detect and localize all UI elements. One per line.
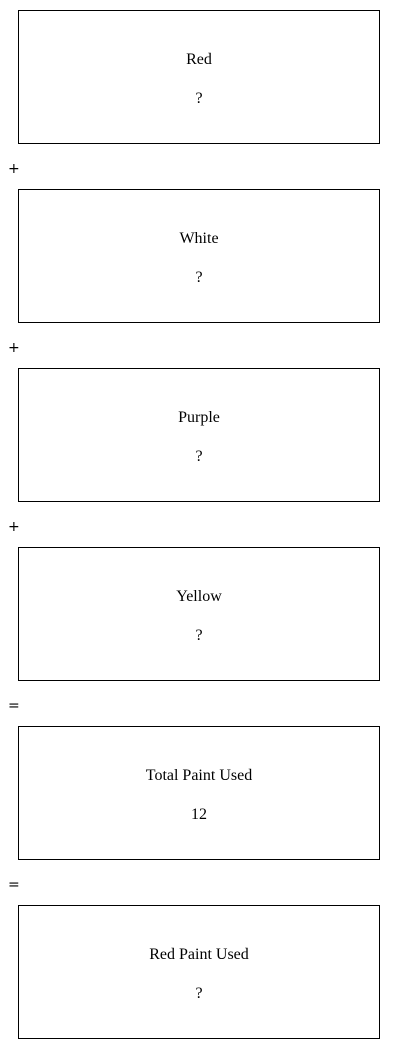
white-paint-box: White ? xyxy=(18,189,380,323)
red-paint-used-value: ? xyxy=(195,985,203,1002)
equals-operator-2: = xyxy=(8,877,20,893)
red-label: Red xyxy=(186,51,212,68)
total-label: Total Paint Used xyxy=(145,767,253,784)
total-value: 12 xyxy=(191,806,207,823)
plus-operator-2: + xyxy=(8,340,20,356)
equals-operator-1: = xyxy=(8,698,20,714)
white-label: White xyxy=(179,230,219,247)
red-paint-used-box: Red Paint Used ? xyxy=(18,905,380,1039)
plus-operator-1: + xyxy=(8,161,20,177)
red-value: ? xyxy=(195,90,203,107)
purple-label: Purple xyxy=(178,409,220,426)
plus-operator-3: + xyxy=(8,519,20,535)
purple-value: ? xyxy=(195,448,203,465)
white-value: ? xyxy=(195,269,203,286)
total-paint-box: Total Paint Used 12 xyxy=(18,726,380,860)
yellow-value: ? xyxy=(195,627,203,644)
yellow-label: Yellow xyxy=(176,588,222,605)
purple-paint-box: Purple ? xyxy=(18,368,380,502)
red-paint-box: Red ? xyxy=(18,10,380,144)
red-paint-used-label: Red Paint Used xyxy=(149,946,249,963)
yellow-paint-box: Yellow ? xyxy=(18,547,380,681)
